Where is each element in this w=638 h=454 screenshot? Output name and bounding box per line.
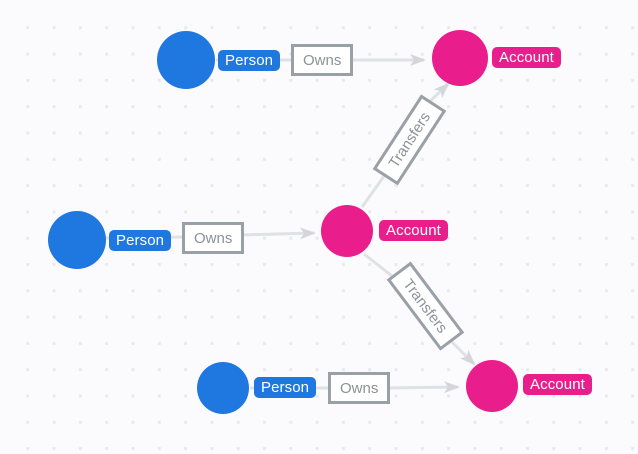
edge-label-owns-1[interactable]: Owns bbox=[291, 44, 354, 76]
node-label-account-2[interactable]: Account bbox=[379, 220, 448, 241]
node-label-person-1[interactable]: Person bbox=[218, 50, 281, 71]
node-person-3[interactable] bbox=[197, 362, 249, 414]
node-account-1[interactable] bbox=[432, 30, 488, 86]
node-label-account-1[interactable]: Account bbox=[492, 47, 561, 68]
node-person-1[interactable] bbox=[157, 31, 215, 89]
node-account-2[interactable] bbox=[321, 205, 373, 257]
node-label-person-3[interactable]: Person bbox=[254, 377, 317, 398]
edge-label-owns-2[interactable]: Owns bbox=[182, 222, 245, 254]
edge-label-owns-3[interactable]: Owns bbox=[328, 372, 391, 404]
node-label-account-3[interactable]: Account bbox=[523, 374, 592, 395]
node-person-2[interactable] bbox=[48, 211, 106, 269]
node-label-person-2[interactable]: Person bbox=[109, 230, 172, 251]
node-account-3[interactable] bbox=[466, 360, 518, 412]
